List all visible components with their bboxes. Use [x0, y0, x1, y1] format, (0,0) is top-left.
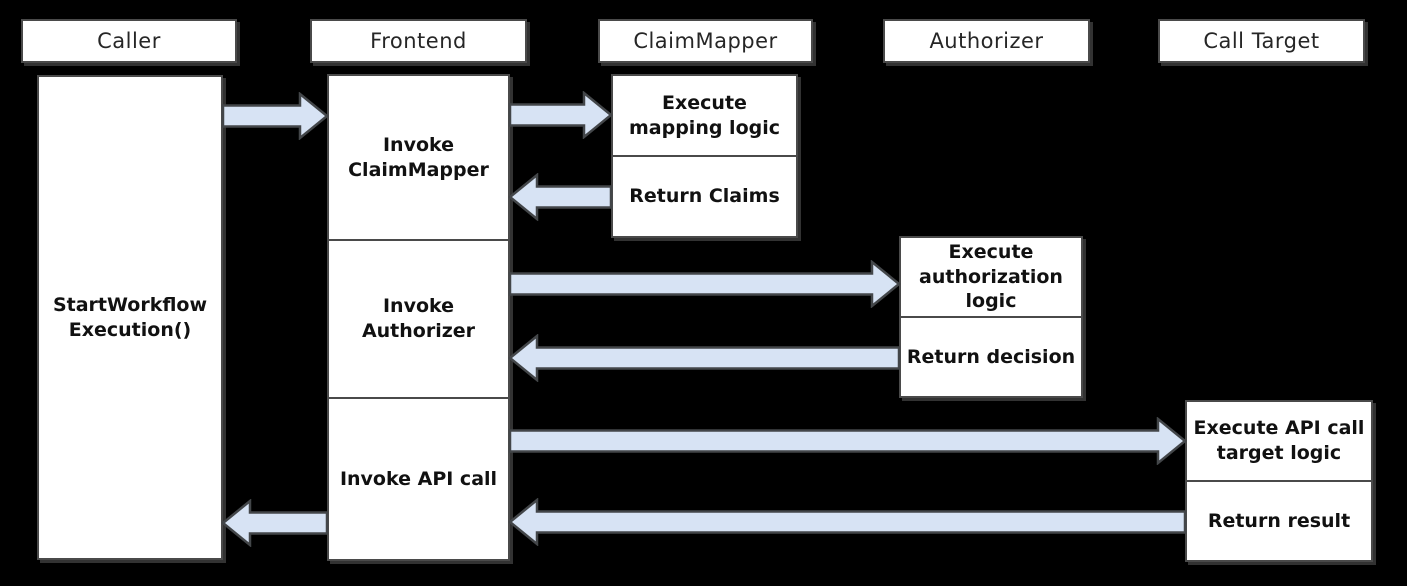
execute-api-call-target-logic-label: Execute API call target logic	[1193, 417, 1365, 464]
invoke-api-call-label: Invoke API call	[339, 467, 498, 490]
authorizer-step-return-decision: Return decision	[901, 316, 1081, 396]
lifeline-header-claimmapper-label: ClaimMapper	[633, 29, 778, 53]
calltarget-step-execute-api-call-target-logic: Execute API call target logic	[1187, 402, 1371, 480]
arrow-frontend-to-calltarget	[508, 417, 1187, 465]
return-result-label: Return result	[1207, 509, 1351, 532]
return-claims-label: Return Claims	[629, 185, 780, 208]
invoke-authorizer-label: Invoke Authorizer	[361, 295, 476, 342]
arrow-calltarget-return-to-frontend	[508, 498, 1187, 546]
invoke-claimmapper-label: Invoke ClaimMapper	[348, 133, 489, 181]
activation-calltarget: Execute API call target logic Return res…	[1185, 400, 1373, 562]
frontend-step-invoke-claimmapper: Invoke ClaimMapper	[329, 76, 508, 239]
startworkflowexecution-label: StartWorkflow Execution()	[52, 293, 208, 341]
lifeline-header-frontend-label: Frontend	[370, 29, 467, 53]
lifeline-header-authorizer-label: Authorizer	[929, 29, 1044, 53]
return-decision-label: Return decision	[906, 345, 1076, 368]
lifeline-header-claimmapper: ClaimMapper	[598, 19, 813, 63]
execute-authorization-logic-label: Execute authorization logic	[919, 240, 1063, 313]
activation-authorizer: Execute authorization logic Return decis…	[899, 236, 1083, 398]
arrow-claimmapper-return-to-frontend	[508, 173, 613, 221]
lifeline-header-caller-label: Caller	[97, 29, 161, 53]
lifeline-header-calltarget-label: Call Target	[1203, 29, 1320, 53]
activation-frontend: Invoke ClaimMapper Invoke Authorizer Inv…	[327, 74, 510, 561]
arrow-frontend-return-to-caller	[221, 499, 329, 547]
lifeline-header-caller: Caller	[21, 19, 237, 63]
frontend-step-invoke-authorizer: Invoke Authorizer	[329, 239, 508, 397]
arrow-authorizer-return-to-frontend	[508, 334, 901, 382]
arrow-frontend-to-claimmapper	[508, 91, 613, 139]
lifeline-header-authorizer: Authorizer	[883, 19, 1090, 63]
frontend-step-invoke-api-call: Invoke API call	[329, 397, 508, 559]
claimmapper-step-execute-mapping-logic: Execute mapping logic	[613, 76, 796, 155]
calltarget-step-return-result: Return result	[1187, 480, 1371, 560]
arrow-frontend-to-authorizer	[508, 260, 901, 308]
claimmapper-step-return-claims: Return Claims	[613, 155, 796, 236]
execute-mapping-logic-label: Execute mapping logic	[628, 91, 781, 139]
activation-caller-startworkflowexecution: StartWorkflow Execution()	[37, 75, 223, 560]
authorizer-step-execute-authorization-logic: Execute authorization logic	[901, 238, 1081, 316]
lifeline-header-frontend: Frontend	[310, 19, 527, 63]
activation-claimmapper: Execute mapping logic Return Claims	[611, 74, 798, 238]
arrow-caller-to-frontend	[221, 92, 329, 140]
lifeline-header-calltarget: Call Target	[1158, 19, 1365, 63]
